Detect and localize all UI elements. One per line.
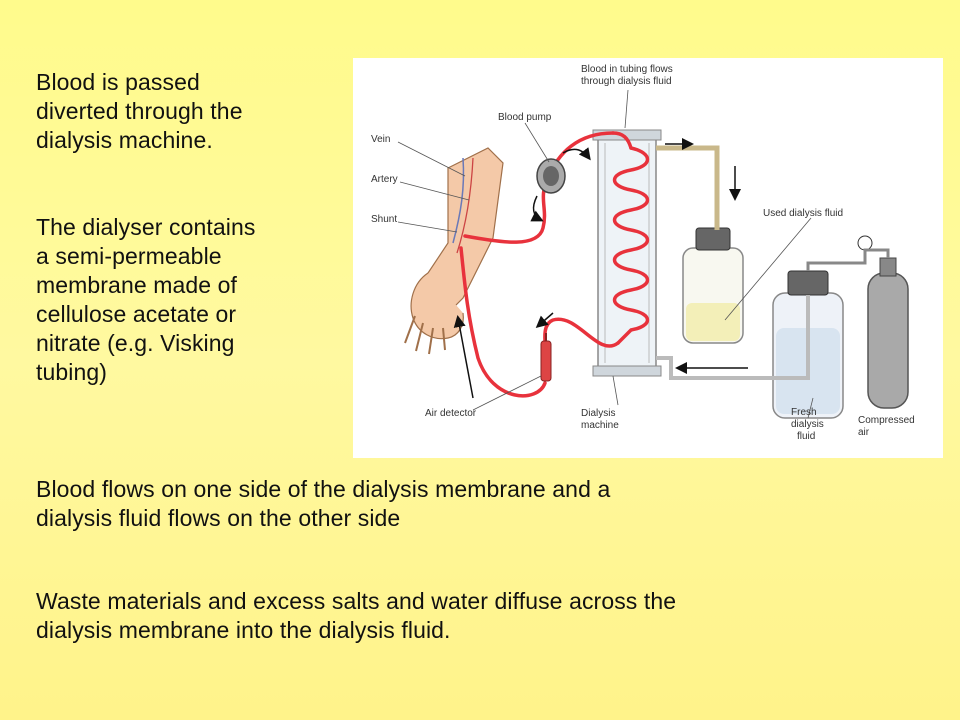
label-blood-in-tubing-2: through dialysis fluid: [581, 76, 672, 87]
air-detector: [540, 333, 552, 382]
used-fluid-bottle: [656, 138, 744, 344]
waste-diffusion-text: Waste materials and excess salts and wat…: [36, 588, 677, 643]
label-vein: Vein: [371, 134, 390, 145]
intro-text: Blood is passed diverted through the dia…: [36, 69, 243, 153]
label-compressed-air-2: air: [858, 427, 870, 438]
fresh-fluid-bottle: [656, 270, 844, 419]
label-artery: Artery: [371, 174, 398, 185]
label-fresh-fluid-1: Fresh: [791, 407, 817, 418]
label-fresh-fluid-2: dialysis: [791, 419, 824, 430]
compressed-air-cylinder: [806, 235, 909, 409]
label-dialysis-machine-1: Dialysis: [581, 408, 615, 419]
label-dialysis-machine-2: machine: [581, 420, 619, 431]
label-blood-pump: Blood pump: [498, 112, 552, 123]
dialyser-column: [592, 129, 662, 377]
arm-illustration: [404, 147, 504, 355]
blood-flow-text: Blood flows on one side of the dialysis …: [36, 476, 611, 531]
dialysis-diagram: Blood in tubing flows through dialysis f…: [353, 58, 943, 458]
blood-pump: [530, 147, 591, 222]
label-compressed-air-1: Compressed: [858, 415, 915, 426]
label-used-dialysis-fluid: Used dialysis fluid: [763, 208, 843, 219]
label-air-detector: Air detector: [425, 408, 477, 419]
label-shunt: Shunt: [371, 214, 397, 225]
dialyser-text: The dialyser contains a semi-permeable m…: [36, 214, 256, 385]
label-blood-in-tubing-1: Blood in tubing flows: [581, 64, 673, 75]
label-fresh-fluid-3: fluid: [797, 431, 815, 442]
